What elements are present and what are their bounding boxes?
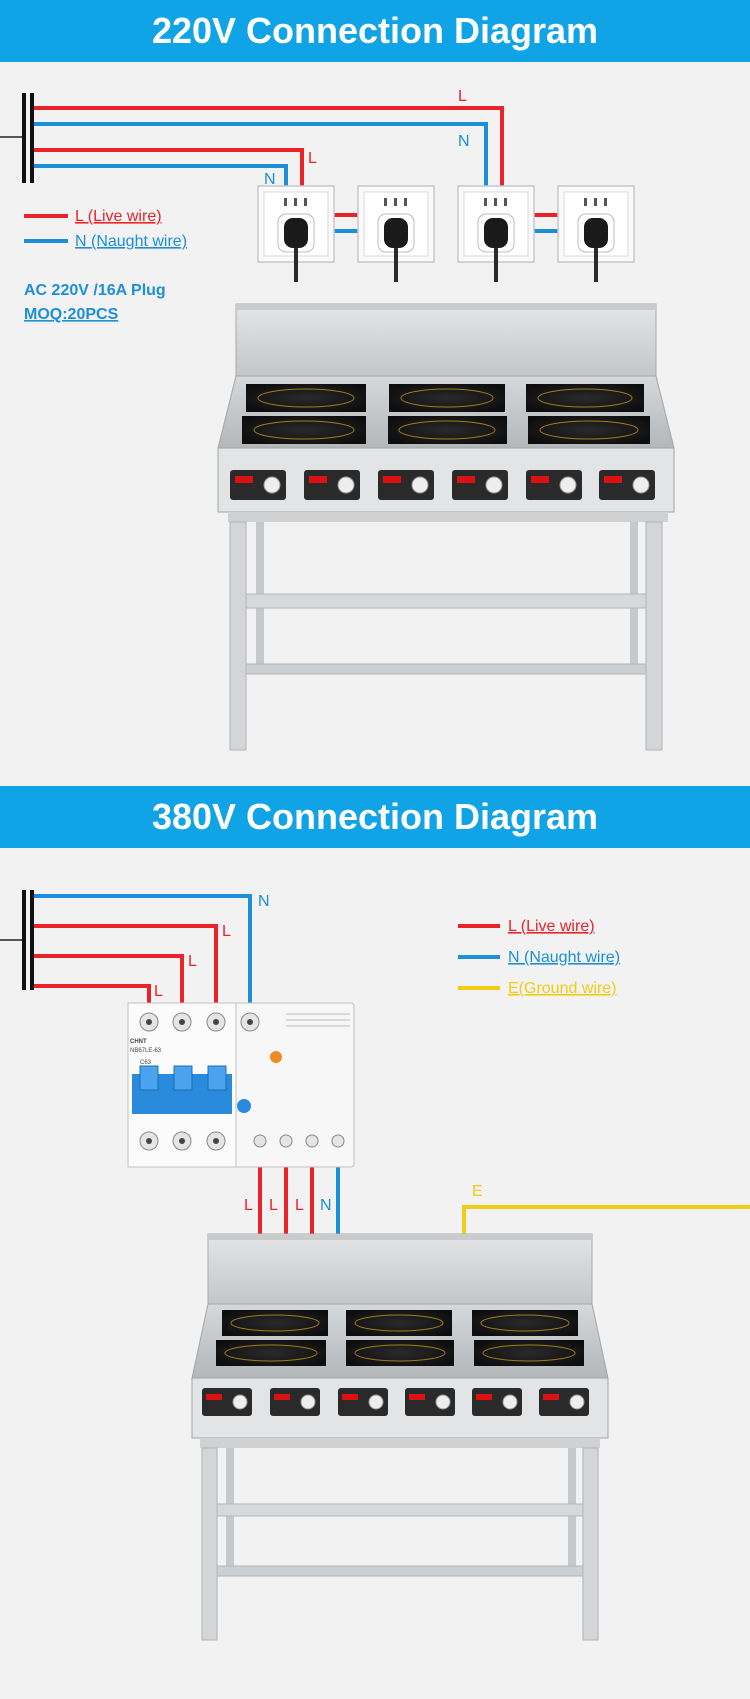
legend-neutral-label: N (Naught wire) [508, 949, 620, 966]
output-label-l: L [244, 1197, 253, 1214]
control-panel [270, 1388, 320, 1416]
induction-cooker-380v [191, 1233, 609, 1641]
legend-380v: L (Live wire) N (Naught wire) E(Ground w… [458, 918, 620, 997]
wall-socket-3 [457, 185, 535, 282]
moq-text: MOQ:20PCS [24, 306, 119, 323]
control-panel [452, 470, 508, 500]
wire-label-l: L [458, 88, 467, 105]
control-panel [526, 470, 582, 500]
control-panel [599, 470, 655, 500]
source-bus-220v [0, 93, 34, 183]
burner [472, 1310, 578, 1336]
control-panel [472, 1388, 522, 1416]
spec-text: AC 220V /16A Plug [24, 282, 166, 299]
control-panel [539, 1388, 589, 1416]
section-title-220v: 220V Connection Diagram [0, 0, 750, 62]
control-panel [405, 1388, 455, 1416]
burner [246, 384, 366, 412]
control-panel [338, 1388, 388, 1416]
source-bus-380v [0, 890, 34, 990]
output-label-n: N [320, 1197, 332, 1214]
breaker-rating: C63 [140, 1060, 152, 1066]
burner [242, 416, 366, 444]
induction-cooker-220v [217, 303, 675, 751]
wiring-380v [34, 894, 750, 1236]
legend-ground-label: E(Ground wire) [508, 980, 616, 997]
legend-live-label: L (Live wire) [508, 918, 595, 935]
wall-socket-4 [557, 185, 635, 282]
control-panel [230, 470, 286, 500]
burner [528, 416, 650, 444]
control-panel [202, 1388, 252, 1416]
ground-label: E [472, 1183, 483, 1200]
wall-socket-2 [357, 185, 435, 282]
wire-label-n: N [258, 893, 270, 910]
wire-label-l: L [188, 953, 197, 970]
burner [474, 1340, 584, 1366]
output-label-l: L [295, 1197, 304, 1214]
wire-label-l: L [222, 923, 231, 940]
wire-label-l: L [308, 150, 317, 167]
burner [222, 1310, 328, 1336]
burner [346, 1310, 452, 1336]
legend-live-label: L (Live wire) [75, 208, 162, 225]
legend-neutral-label: N (Naught wire) [75, 233, 187, 250]
burner [346, 1340, 454, 1366]
breaker-brand: CHNT [130, 1039, 147, 1045]
wire-label-n: N [264, 171, 276, 188]
section-title-380v: 380V Connection Diagram [0, 786, 750, 848]
legend-220v: L (Live wire) N (Naught wire) [24, 208, 187, 250]
burner [526, 384, 644, 412]
wire-label-l: L [154, 983, 163, 1000]
circuit-breaker: CHNT NB67LE-63 C63 [127, 1002, 355, 1168]
burner [389, 384, 505, 412]
burner [216, 1340, 326, 1366]
wire-label-n: N [458, 133, 470, 150]
output-label-l: L [269, 1197, 278, 1214]
control-panel [304, 470, 360, 500]
wall-socket-1 [257, 185, 335, 282]
control-panel [378, 470, 434, 500]
breaker-model: NB67LE-63 [130, 1048, 162, 1054]
burner [388, 416, 507, 444]
